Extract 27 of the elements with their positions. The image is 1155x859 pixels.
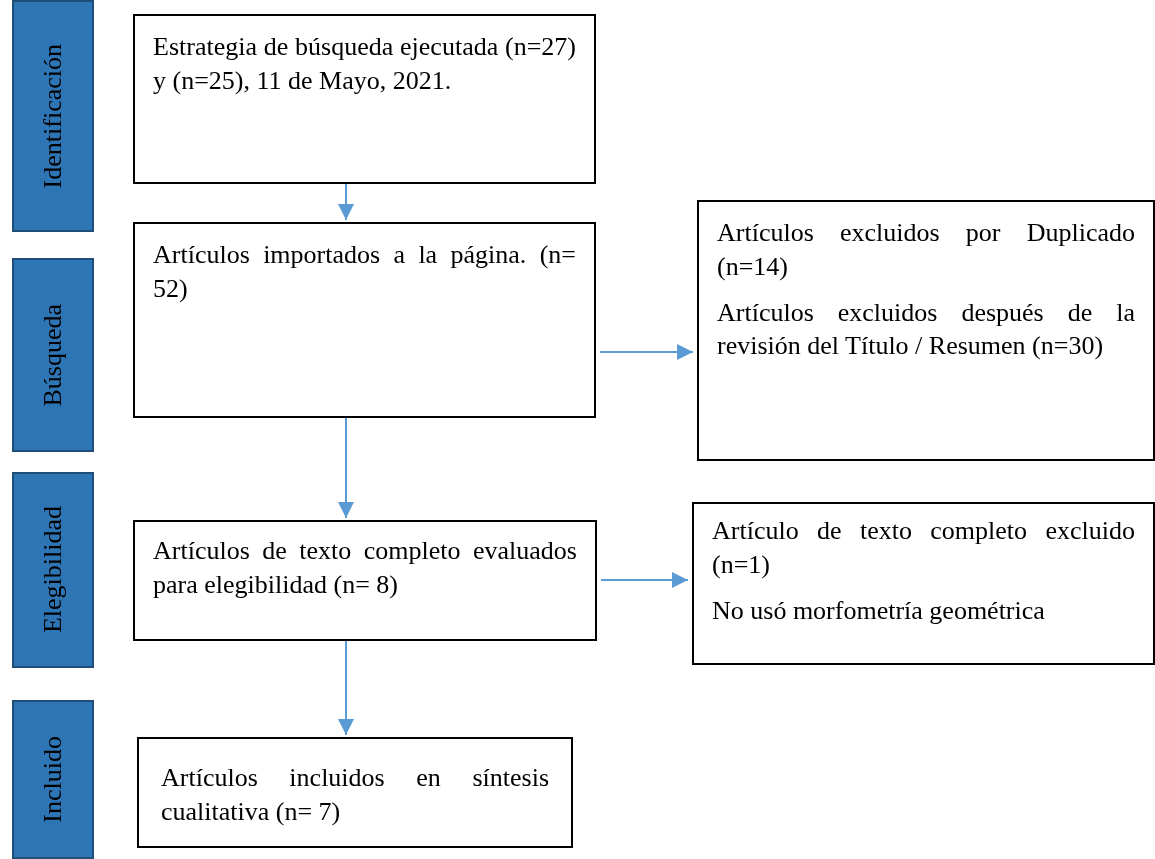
process-box [692, 502, 1155, 665]
box-text: Artículos excluidos después de la revisión del Título / Resumen (n=30) [717, 296, 1135, 363]
box-text: Estrategia de búsqueda ejecutada (n=27) y (n=25), 11 de Mayo, 2021. [153, 31, 576, 97]
arrow [338, 640, 354, 736]
stage-label: Incluido [38, 736, 68, 823]
process-box [133, 222, 596, 418]
arrow [599, 344, 694, 360]
stage-band [12, 258, 94, 452]
stage-band [12, 700, 94, 859]
process-box [133, 520, 597, 641]
stage-band [12, 472, 94, 668]
box-text: Artículos importados a la página. (n= 52) [153, 239, 576, 305]
stage-label: Búsqueda [38, 303, 68, 407]
process-box [697, 200, 1155, 461]
arrow [338, 183, 354, 221]
box-text: No usó morfometría geométrica [712, 594, 1046, 627]
process-box [137, 737, 573, 848]
process-box [133, 14, 596, 184]
stage-label: Elegibilidad [38, 506, 68, 634]
box-text: Artículos de texto completo evaluados para elegibilidad (n= 8) [153, 535, 577, 601]
stage-label: Identificación [38, 43, 68, 189]
stage-band [12, 0, 94, 232]
arrow [600, 572, 689, 588]
arrow [338, 417, 354, 519]
box-text: Artículo de texto completo excluido (n=1) [712, 515, 1135, 581]
box-text: Artículos excluidos por Duplicado (n=14) [717, 217, 1135, 283]
box-text: Artículos incluidos en síntesis cualitativa (n= 7) [161, 762, 549, 828]
